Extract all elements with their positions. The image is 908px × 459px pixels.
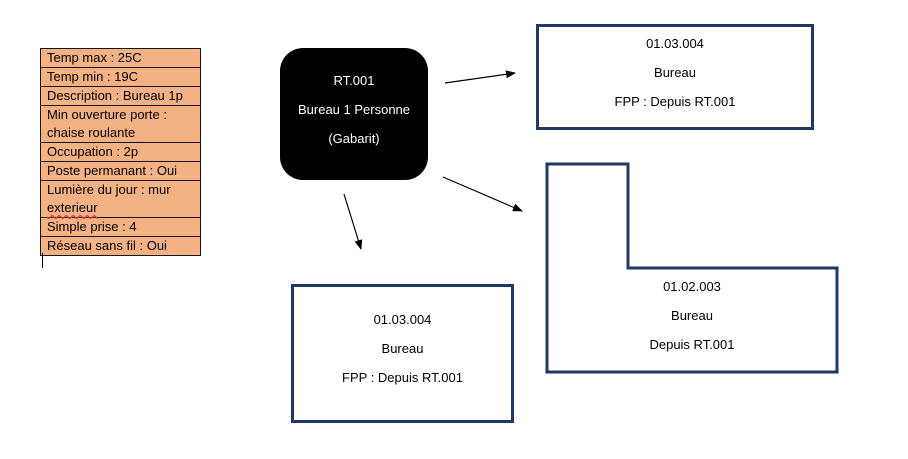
table-row[interactable]: Temp max : 25C — [41, 49, 200, 68]
room-shape-l[interactable] — [544, 161, 840, 375]
table-row-text: Poste permanant : Oui — [47, 163, 178, 178]
room-box-l-shape[interactable]: 01.02.003 Bureau Depuis RT.001 — [547, 268, 837, 370]
table-row[interactable]: Description : Bureau 1p — [41, 87, 200, 106]
room-id: 01.02.003 — [663, 278, 721, 294]
room-link: Depuis RT.001 — [649, 336, 735, 352]
table-row[interactable]: Simple prise : 4 — [41, 218, 200, 237]
room-link: FPP : Depuis RT.001 — [614, 93, 736, 109]
table-row-text: Occupation : 2p — [47, 144, 139, 159]
misspelled-word: exterieur — [47, 200, 98, 215]
text-cursor-line — [42, 253, 43, 268]
table-row-text: Réseau sans fil : Oui — [47, 238, 167, 253]
table-row[interactable]: Temp min : 19C — [41, 68, 200, 87]
room-name: Bureau — [654, 64, 696, 80]
room-name: Bureau — [671, 307, 713, 323]
arrow-to-room-top[interactable] — [444, 70, 516, 84]
room-id: 01.03.004 — [373, 312, 432, 327]
table-row[interactable]: Poste permanant : Oui — [41, 162, 200, 181]
table-row[interactable]: Réseau sans fil : Oui — [41, 237, 200, 255]
table-row-text: Temp min : 19C — [47, 69, 139, 84]
spec-table[interactable]: Temp max : 25C Temp min : 19C Descriptio… — [40, 48, 201, 256]
arrow-to-room-bottom[interactable] — [343, 193, 363, 250]
table-row-text: Description : Bureau 1p — [47, 88, 183, 103]
template-node-type: (Gabarit) — [328, 130, 380, 146]
room-name: Bureau — [381, 341, 424, 356]
template-node-name: Bureau 1 Personne — [297, 101, 411, 117]
room-link: FPP : Depuis RT.001 — [342, 370, 463, 385]
table-row[interactable]: Occupation : 2p — [41, 143, 200, 162]
table-row-text: Lumière du jour : mur — [47, 182, 171, 197]
table-row[interactable]: Lumière du jour : mur exterieur — [41, 181, 200, 218]
arrow-to-room-l-shape[interactable] — [442, 176, 523, 212]
table-row-text: Temp max : 25C — [47, 50, 142, 65]
room-box-top[interactable]: 01.03.004 Bureau FPP : Depuis RT.001 — [536, 24, 814, 130]
room-box-bottom[interactable]: 01.03.004 Bureau FPP : Depuis RT.001 — [291, 284, 514, 423]
table-row-text: Min ouverture porte : chaise roulante — [47, 107, 167, 140]
template-node-id: RT.001 — [333, 72, 375, 88]
room-id: 01.03.004 — [646, 35, 704, 51]
template-node-rt001[interactable]: RT.001 Bureau 1 Personne (Gabarit) — [280, 48, 428, 180]
table-row-text: Simple prise : 4 — [47, 219, 137, 234]
table-row[interactable]: Min ouverture porte : chaise roulante — [41, 106, 200, 143]
